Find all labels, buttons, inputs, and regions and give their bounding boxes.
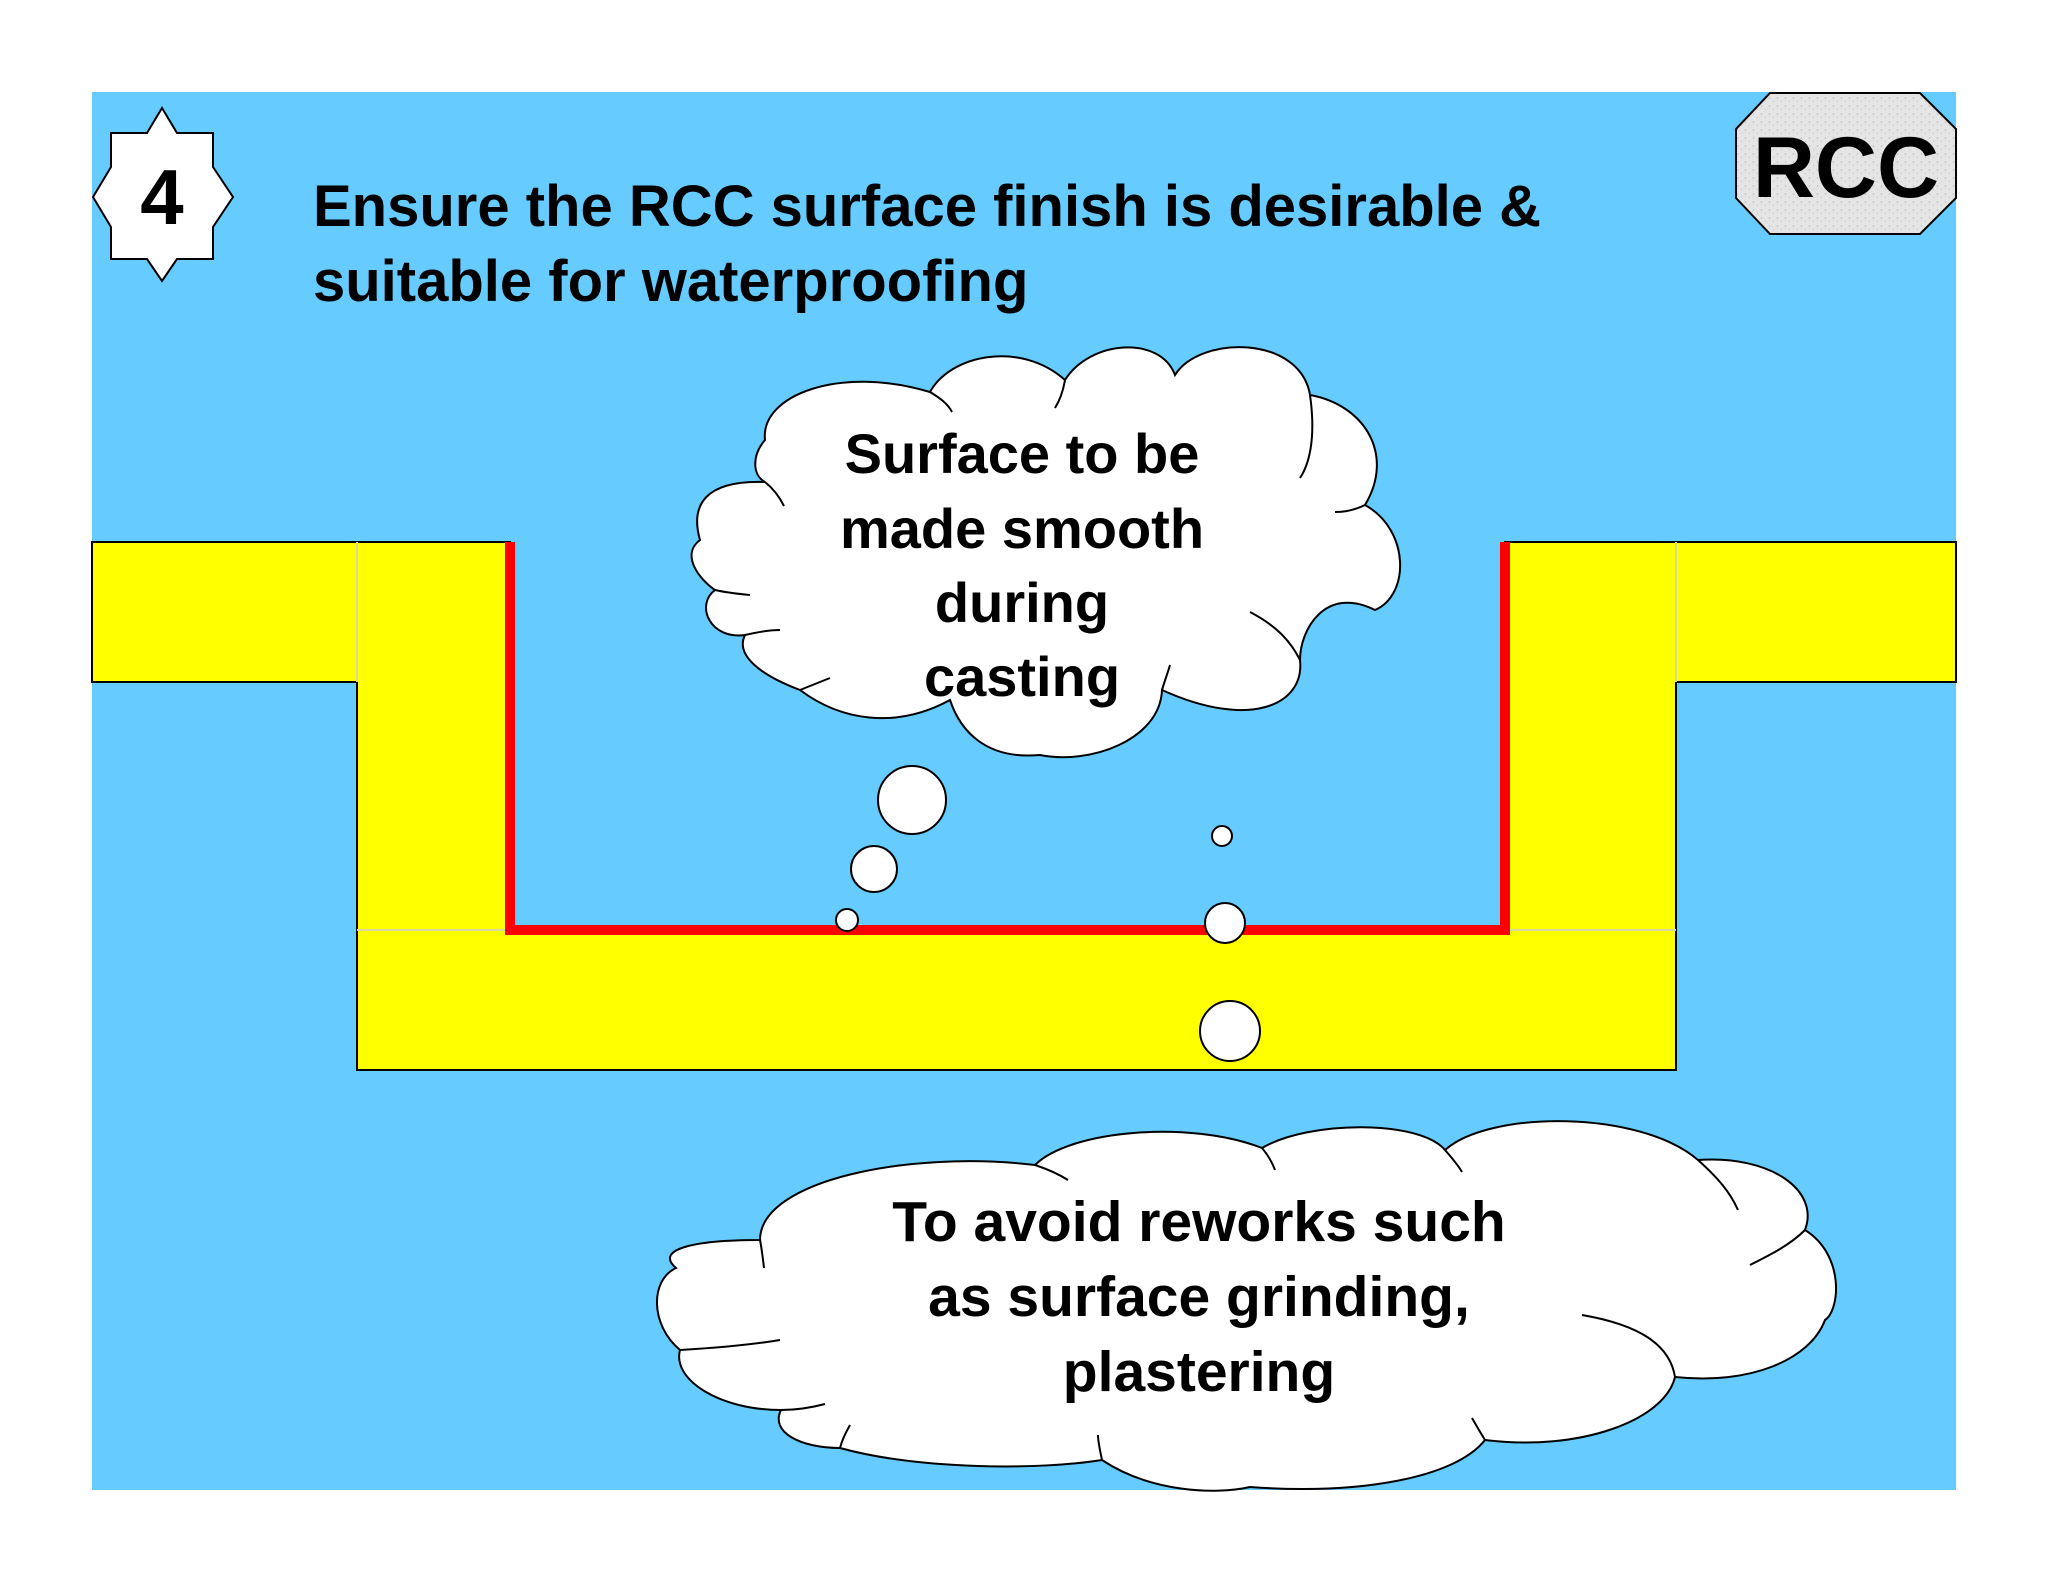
cloud-top-line: Surface to be xyxy=(845,422,1200,485)
star-icon xyxy=(91,106,235,283)
cloud-bottom-inner-arcs xyxy=(679,1147,1806,1461)
thought-bubble-small xyxy=(835,908,859,932)
step-number: 4 xyxy=(140,153,183,241)
cloud-bottom-line: as surface grinding, xyxy=(928,1265,1470,1329)
surface-finish-line xyxy=(505,542,1510,935)
thought-bubble-large xyxy=(877,765,947,835)
cloud-top-line: during xyxy=(935,571,1109,634)
thought-bubble-large-right xyxy=(1199,1000,1261,1062)
cloud-top-line: made smooth xyxy=(840,497,1204,560)
octagon-icon xyxy=(1735,92,1957,235)
thought-bubble-tiny-right xyxy=(1211,825,1233,847)
cloud-top xyxy=(690,346,1402,759)
cloud-bottom-line: plastering xyxy=(1063,1340,1335,1404)
thought-bubble-medium xyxy=(850,845,898,893)
cloud-bottom xyxy=(656,1120,1837,1492)
cloud-bottom-text: To avoid reworks such as surface grindin… xyxy=(892,1190,1505,1404)
title-line-1: Ensure the RCC surface finish is desirab… xyxy=(313,174,1541,239)
rcc-badge: RCC xyxy=(1735,92,1957,235)
right-slab xyxy=(1675,541,1957,683)
cloud-top-line: casting xyxy=(924,645,1120,708)
thought-bubble-medium-right xyxy=(1204,902,1246,944)
cloud-bottom-line: To avoid reworks such xyxy=(892,1190,1505,1254)
rcc-label: RCC xyxy=(1753,120,1939,216)
title-line-2: suitable for waterproofing xyxy=(313,249,1028,314)
cloud-top-text: Surface to be made smooth during casting xyxy=(840,422,1204,708)
step-number-badge: 4 xyxy=(91,106,235,283)
left-slab xyxy=(91,541,358,683)
cloud-top-inner-arcs xyxy=(714,379,1366,691)
